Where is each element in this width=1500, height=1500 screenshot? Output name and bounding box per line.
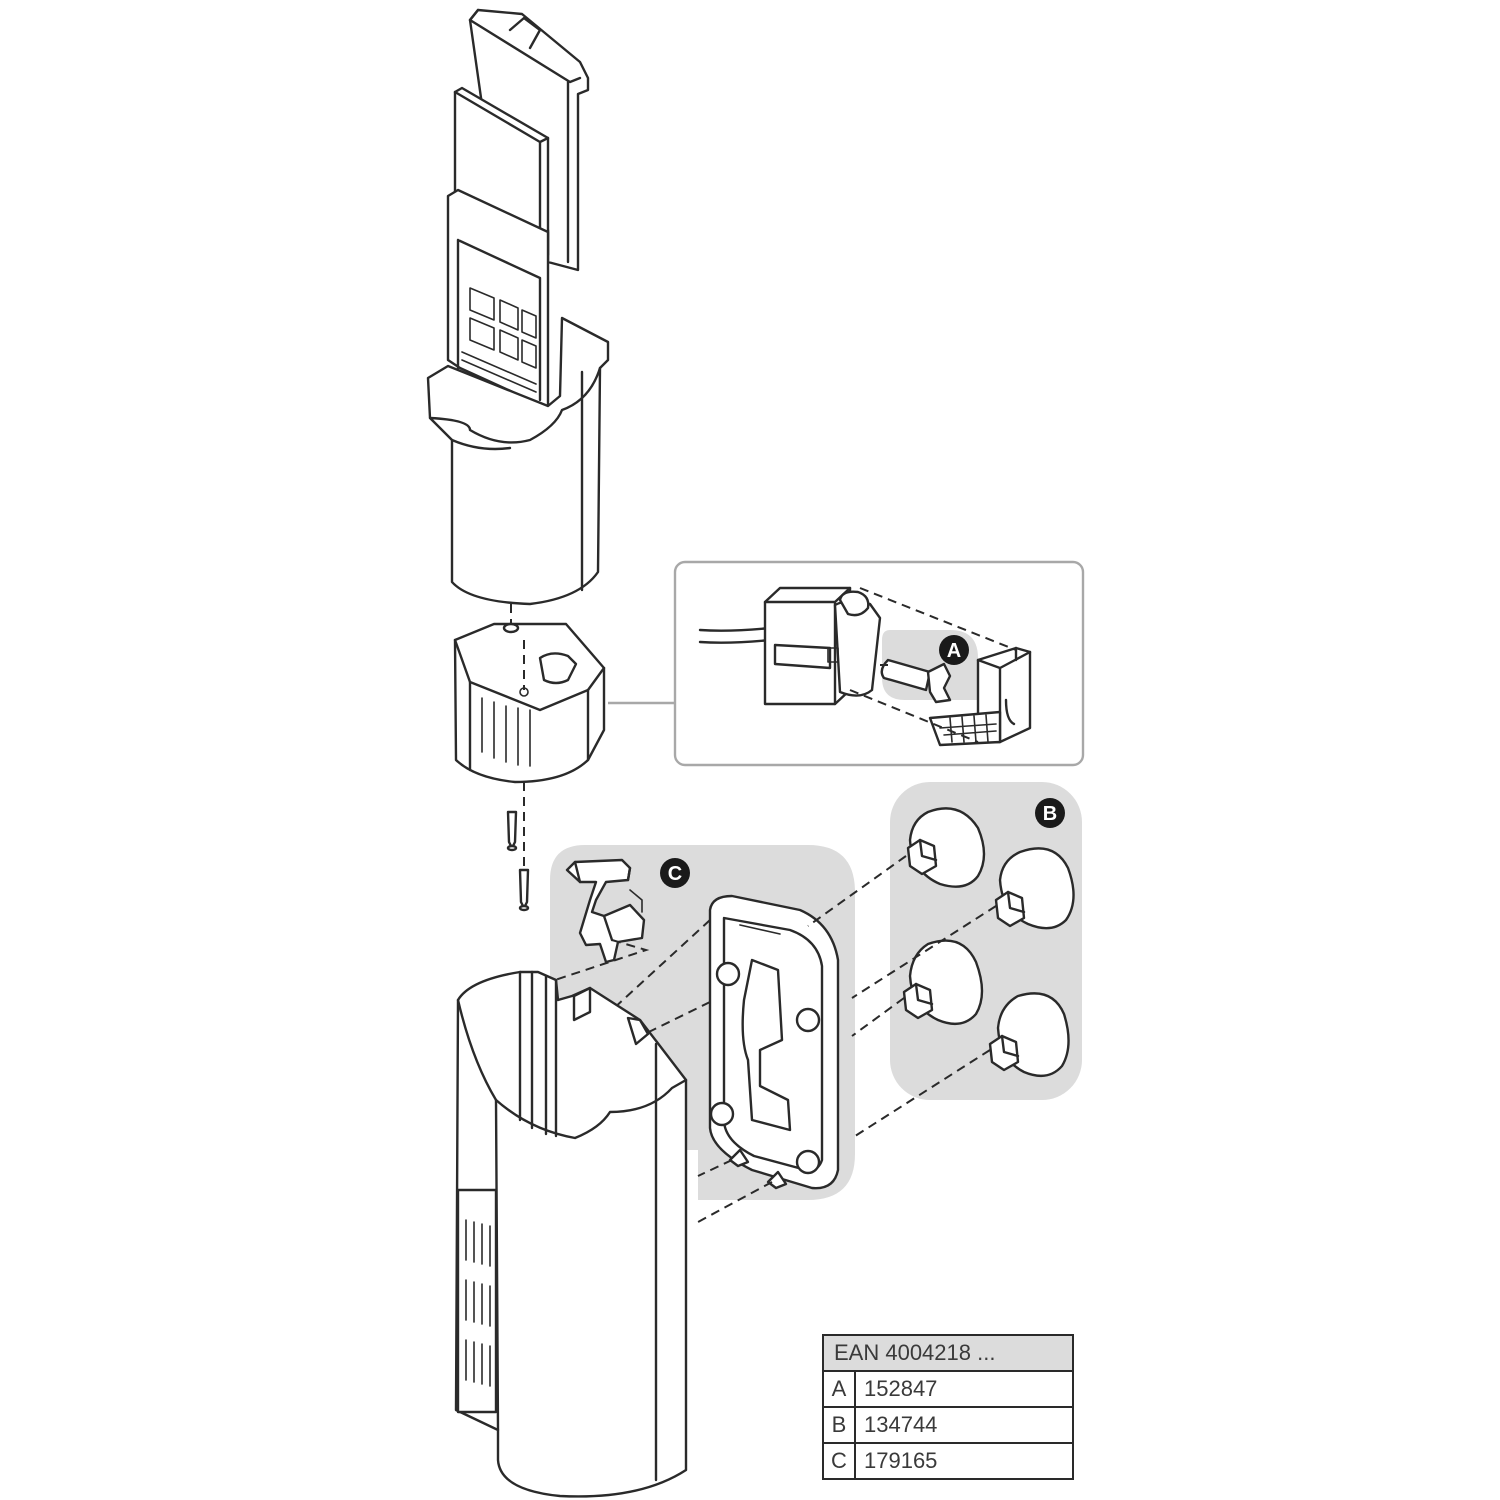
- callout-c: C: [660, 858, 690, 888]
- part-key-cell: C: [822, 1442, 856, 1480]
- part-c-guide-line: [554, 939, 650, 981]
- filter-chamber: [426, 316, 610, 606]
- pump-motor: [763, 586, 882, 706]
- suction-cup: [988, 992, 1070, 1078]
- part-c-guide-lines: [611, 919, 773, 1223]
- impeller: [880, 658, 952, 704]
- callout-a: A: [939, 635, 969, 665]
- parts-number-table: EAN 4004218 ... A 152847 B 134744 C 1791…: [822, 1334, 1074, 1480]
- mounting-screws: [506, 810, 530, 912]
- ean-prefix-cell: EAN 4004218 ...: [822, 1334, 1074, 1372]
- table-row: A 152847: [822, 1370, 1074, 1408]
- svg-text:C: C: [668, 863, 682, 885]
- table-row: C 179165: [822, 1442, 1074, 1480]
- plate-locating-pins: [728, 1148, 788, 1190]
- part-code-cell: 134744: [854, 1406, 1074, 1444]
- part-b-suction-cups: [902, 807, 1075, 1078]
- suction-cup: [994, 847, 1075, 930]
- part-key-cell: A: [822, 1370, 856, 1408]
- suction-cup: [906, 807, 986, 888]
- part-code-cell: 179165: [854, 1442, 1074, 1480]
- svg-text:A: A: [947, 640, 961, 662]
- table-header-row: EAN 4004218 ...: [822, 1334, 1074, 1372]
- part-key-cell: B: [822, 1406, 856, 1444]
- pump-cable: [698, 626, 772, 644]
- part-c-mounting-plate: [708, 894, 840, 1190]
- detail-a-guide-lines: [849, 587, 1017, 743]
- svg-text:B: B: [1043, 803, 1057, 825]
- part-code-cell: 152847: [854, 1370, 1074, 1408]
- outer-filter-housing: [454, 970, 688, 1498]
- callout-b: B: [1035, 798, 1065, 828]
- suction-cup: [902, 939, 984, 1026]
- table-row: B 134744: [822, 1406, 1074, 1444]
- pump-intake-cage: [453, 622, 606, 784]
- part-b-guide-lines: [807, 855, 997, 1139]
- part-c-outlet-clip: [565, 858, 646, 964]
